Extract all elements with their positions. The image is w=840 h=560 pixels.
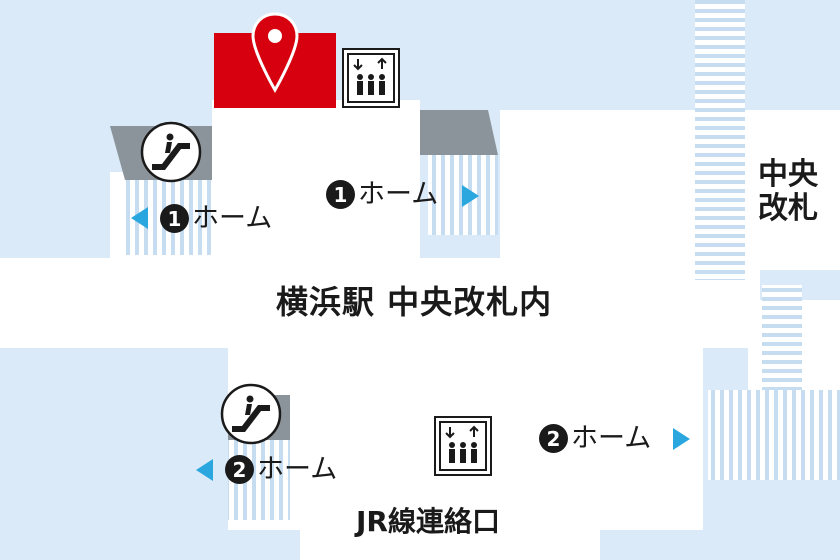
escalator-ramp-right <box>420 110 498 155</box>
stairs-north-right <box>695 0 745 280</box>
arrow-left-icon <box>131 207 148 229</box>
platform-label: ホーム <box>192 203 273 234</box>
platform-label: ホーム <box>358 179 439 210</box>
stairs-east <box>762 285 802 400</box>
arrow-left-icon <box>196 459 213 481</box>
elevator-icon <box>342 48 400 108</box>
platform-2-right-label: 2 ホーム <box>539 424 651 453</box>
platform-1-left-label: 1 ホーム <box>160 204 272 233</box>
location-pin-icon <box>251 12 299 93</box>
jr-exit-label: JR線連絡口 <box>356 505 500 538</box>
platform-number-badge: 1 <box>160 204 189 233</box>
platform-number-badge: 1 <box>326 180 355 209</box>
central-gate-label: 中央 改札 <box>758 158 818 225</box>
platform-number-badge: 2 <box>539 424 568 453</box>
arrow-right-icon <box>462 185 479 207</box>
platform-label: ホーム <box>257 454 338 485</box>
stairs-southeast <box>708 390 840 480</box>
platform-number-badge: 2 <box>225 455 254 484</box>
central-gate-line2: 改札 <box>758 190 818 226</box>
escalator-icon <box>140 121 202 183</box>
elevator-icon <box>434 416 492 476</box>
arrow-right-icon <box>673 428 690 450</box>
platform-2-left-label: 2 ホーム <box>225 455 337 484</box>
platform-label: ホーム <box>571 423 652 454</box>
escalator-icon <box>220 383 282 445</box>
platform-1-right-label: 1 ホーム <box>326 180 438 209</box>
station-title: 横浜駅 中央改札内 <box>276 283 553 321</box>
central-gate-line1: 中央 <box>758 157 818 192</box>
